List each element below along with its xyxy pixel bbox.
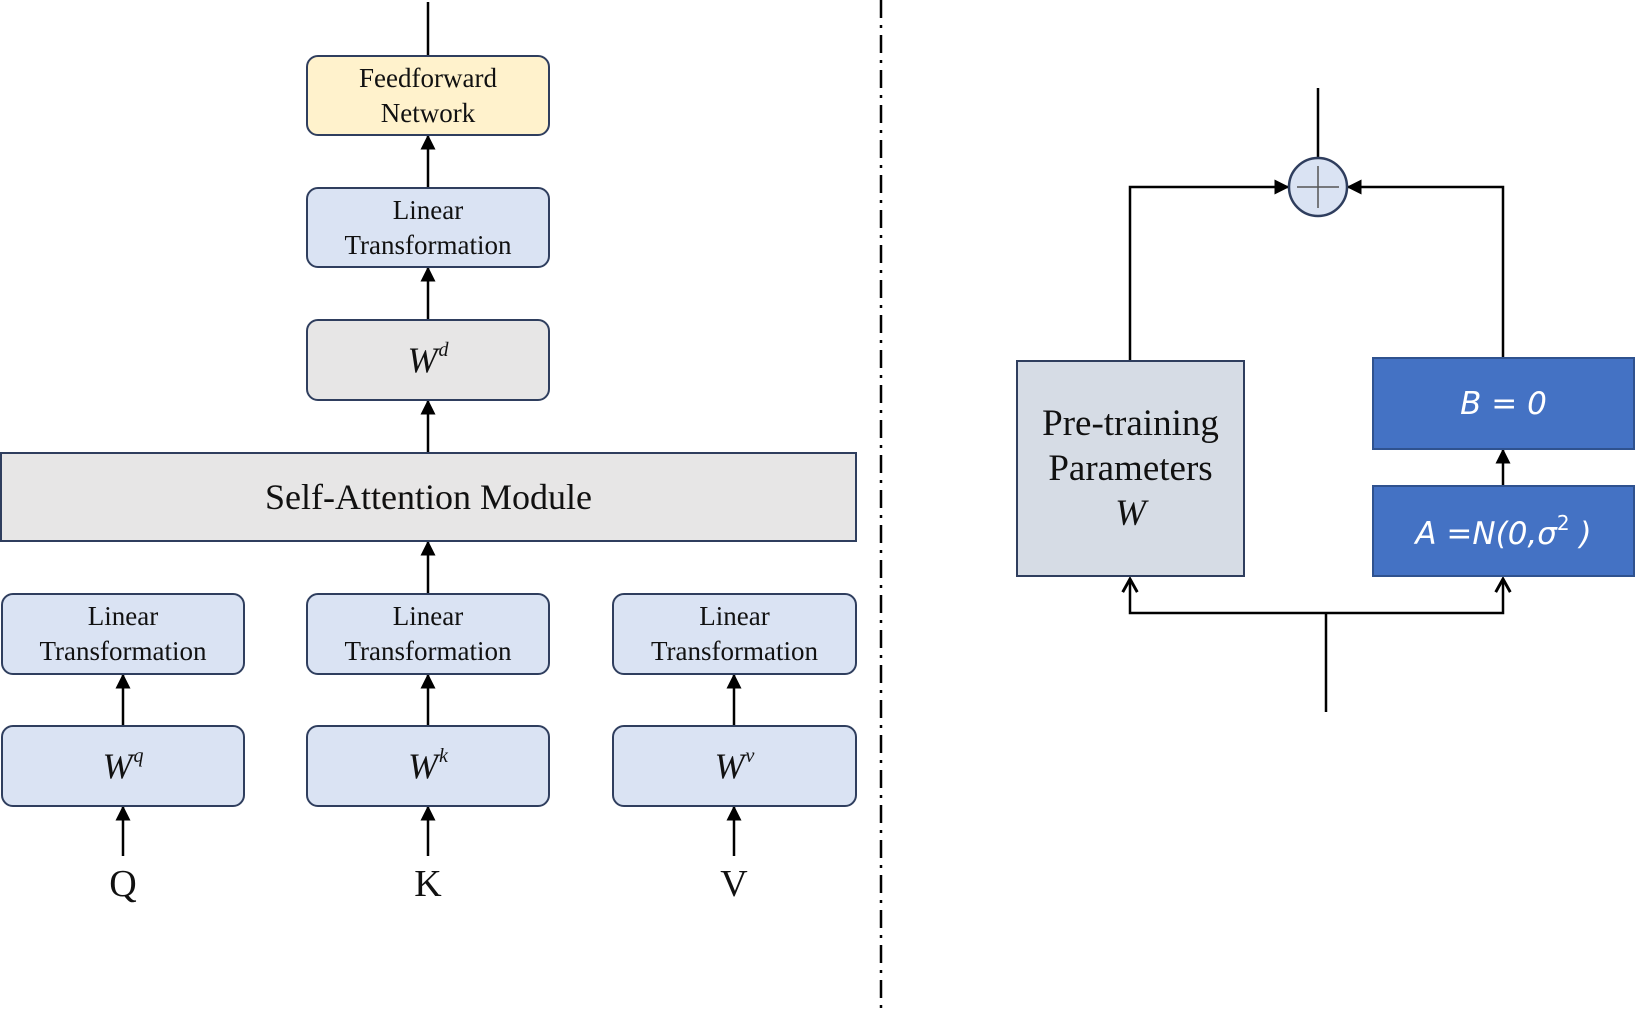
wd-label: Wd [408,339,449,381]
wq-sup: q [133,745,144,767]
wv-base: W [714,746,745,786]
linear-k-line1: Linear [392,601,464,631]
wv-label: Wv [715,745,755,787]
wk-base: W [408,746,439,786]
wq-label: Wq [103,745,144,787]
wv-box: Wv [612,725,857,807]
ffn-line2: Network [380,97,476,128]
pretrain-line3: W [1115,493,1146,534]
ffn-line1: Feedforward [359,62,497,93]
input-q-label: Q [109,863,137,905]
a-normal-box: A =N(0,σ2 ) [1372,485,1635,577]
self-attention-module-box: Self-Attention Module [0,452,857,542]
top-linear-line1: Linear [392,194,464,225]
plus-icon [1287,156,1349,218]
linear-v-line2: Transformation [651,636,818,666]
b-zero-box: B = 0 [1372,357,1635,450]
arrow-b-to-sum [1346,179,1505,357]
wq-box: Wq [1,725,245,807]
arrow-pretrain-to-sum [1128,179,1290,360]
linear-k-line2: Transformation [344,636,512,666]
top-linear-transformation-box: Linear Transformation [306,187,550,268]
linear-q-line2: Transformation [39,636,207,666]
feedforward-network-box: Feedforward Network [306,55,550,136]
wd-sup: d [438,339,449,361]
a-normal-text: A =N(0,σ [1415,515,1557,552]
wk-box: Wk [306,725,550,807]
wk-label: Wk [408,745,448,787]
linear-transformation-v-box: Linear Transformation [612,593,857,675]
linear-q-line1: Linear [87,601,159,631]
wd-base: W [407,340,438,380]
wk-sup: k [439,745,448,767]
pretraining-parameters-box: Pre-training Parameters W [1016,360,1245,577]
top-linear-line2: Transformation [344,229,512,260]
linear-v-line1: Linear [699,601,770,631]
b-zero-label: B = 0 [1460,385,1547,422]
input-k-label: K [414,863,442,905]
a-normal-sup: 2 [1556,510,1570,535]
wv-sup: v [745,745,755,767]
wd-box: Wd [306,319,550,401]
arrow-input-split [1130,579,1503,615]
pretrain-line1: Pre-training [1042,403,1219,444]
pretrain-line2: Parameters [1048,448,1213,489]
a-normal-label: A =N(0,σ2 ) [1415,511,1591,552]
input-v-label: V [720,863,748,905]
linear-transformation-q-box: Linear Transformation [1,593,245,675]
wq-base: W [102,746,133,786]
self-attention-label: Self-Attention Module [265,477,592,517]
a-normal-close: ) [1569,515,1592,552]
linear-transformation-k-box: Linear Transformation [306,593,550,675]
